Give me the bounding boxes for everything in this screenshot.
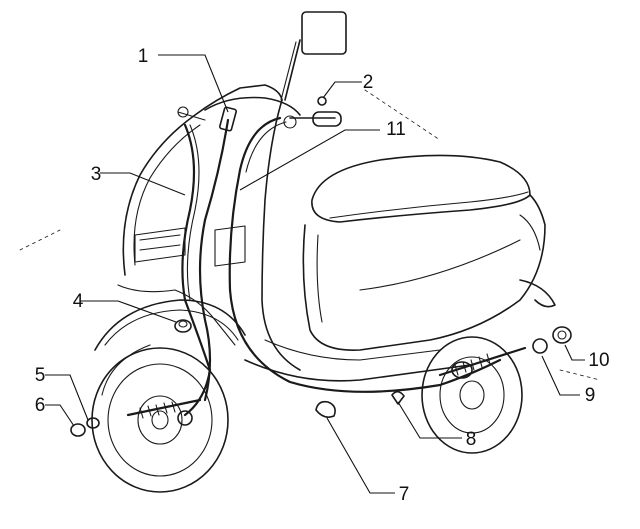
callout-5: 5	[35, 365, 46, 386]
nut-part-6	[70, 423, 86, 437]
clip-part-8	[391, 390, 405, 405]
scooter-body	[117, 84, 556, 382]
leader-lines	[45, 54, 585, 494]
front-fender	[94, 299, 246, 351]
rear-wheel	[421, 336, 523, 454]
callout-numbers: 1 2 3 4 5 6 7 8 9 10 11	[35, 46, 610, 505]
rear-brake-cable	[228, 116, 502, 393]
adjuster-part-10	[552, 326, 572, 344]
callout-1: 1	[138, 46, 149, 67]
front-wheel	[91, 344, 229, 493]
adjuster-part-5	[86, 417, 100, 429]
callout-4: 4	[73, 291, 84, 312]
speedometer-cable	[198, 106, 237, 402]
callout-9: 9	[585, 385, 596, 406]
callout-11: 11	[386, 119, 406, 140]
clip-part-7	[315, 400, 336, 418]
callout-10: 10	[588, 350, 609, 371]
front-brake-cable	[181, 123, 212, 417]
nut-part-9	[532, 338, 548, 354]
callout-6: 6	[35, 395, 46, 416]
callout-3: 3	[91, 164, 102, 185]
screw-part-2	[317, 96, 327, 106]
grommet-part-4	[174, 319, 192, 333]
callout-2: 2	[363, 72, 374, 93]
callout-8: 8	[466, 429, 477, 450]
handlebar-assembly	[177, 11, 347, 129]
rear-cable-threaded-end	[438, 346, 527, 379]
reference-lines	[19, 89, 601, 381]
callout-7: 7	[399, 484, 410, 505]
front-cable-threaded-end	[126, 398, 202, 426]
